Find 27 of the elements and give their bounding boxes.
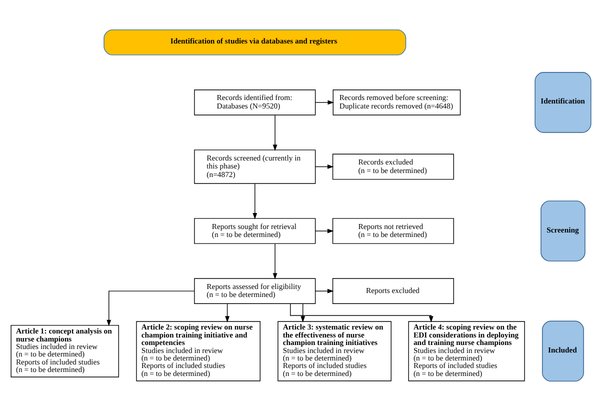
node-box: Records screened (currently in this phase) (n=4872) <box>194 149 316 184</box>
node-box: Identification of studies via databases and registers <box>104 28 406 55</box>
node-box: Included <box>542 320 584 382</box>
node-box: Identification <box>534 72 592 132</box>
node-box: Reports not retrieved (n = to be determined) <box>332 218 454 244</box>
arrow <box>300 302 306 322</box>
arrow <box>252 182 258 219</box>
node-box: Article 1: concept analysis on nurse champions Studies included in review (n = to be determined) Reports of included studies (n = to be determined) <box>10 324 119 377</box>
node-box: Reports assessed for eligibility (n = to be determined) <box>194 278 316 304</box>
node-box: Records excluded (n = to be determined) <box>332 153 454 180</box>
arrow <box>290 303 434 322</box>
node-box: Records removed before screening: Duplicate records removed (n=4648) <box>332 89 461 115</box>
arrow <box>106 290 195 326</box>
arrow <box>225 302 230 322</box>
node-box: Reports excluded <box>332 278 454 304</box>
arrow <box>315 228 334 233</box>
node-box: Article 2: scoping review on nurse champion training initiative and competencies Studies included in review (n = to be determined) Reports of included studies (n = to be determined) <box>136 320 260 381</box>
arrow <box>272 242 278 279</box>
arrow <box>315 288 334 293</box>
node-box: Article 3: systematic review on the effectiveness of nurse champion training initiatives Studies included in review (n = to be determined) Reports of included studies (n = to be determined) <box>278 320 392 381</box>
node-box: Reports sought for retrieval (n = to be determined) <box>194 218 316 244</box>
node-box: Screening <box>540 200 586 261</box>
node-box: Article 4: scoping review on the EDI considerations in deploying and training nurse champions Studies included in review (n = to be determined) Reports of included studies (n = to be determined) <box>408 320 525 381</box>
arrow <box>315 100 334 104</box>
arrow <box>315 164 334 168</box>
node-box: Records identified from: Databases (N=9520) <box>194 89 316 115</box>
arrow <box>272 114 278 150</box>
